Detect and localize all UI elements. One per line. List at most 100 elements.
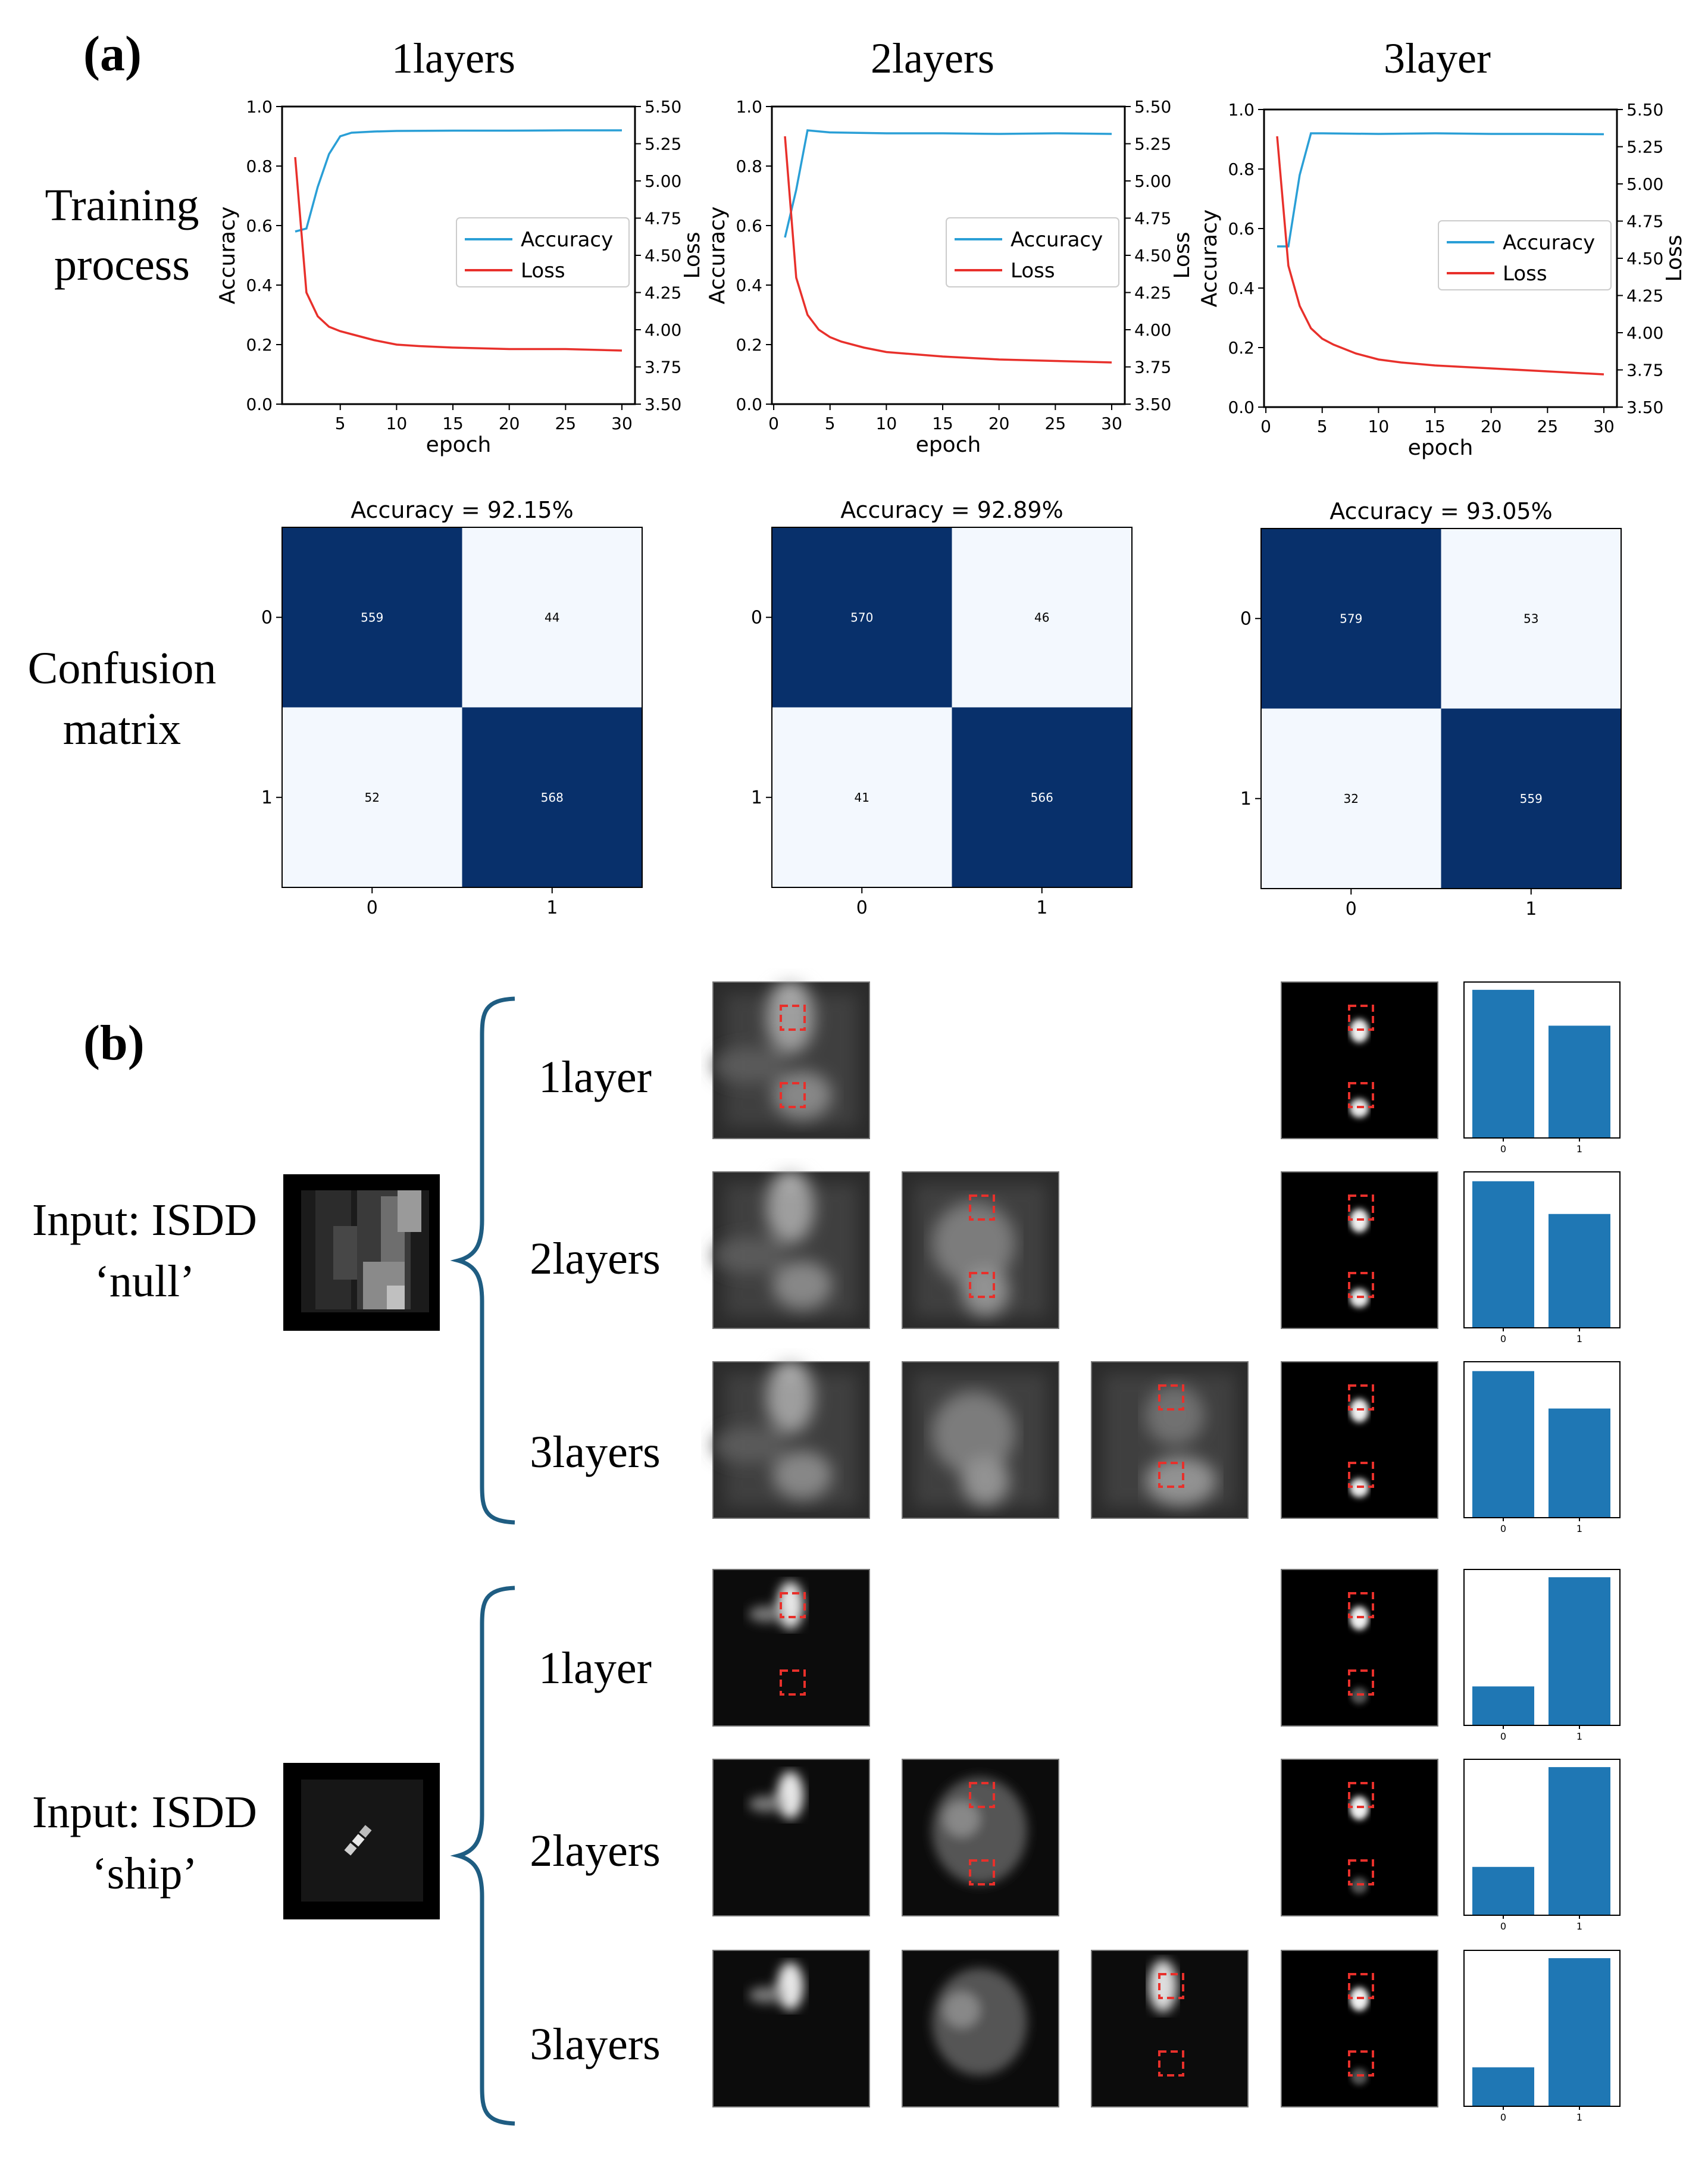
y2-tick-label: 5.50: [1626, 100, 1663, 120]
series-line-accuracy: [1277, 132, 1604, 248]
cm-cell-value: 568: [541, 790, 564, 805]
y2-tick-label: 4.25: [645, 283, 681, 303]
feature-row-3: [712, 1361, 1438, 1519]
y2-tick-label: 5.25: [1134, 135, 1171, 154]
feature-row-1: [712, 981, 1438, 1139]
y2-tick-label: 3.50: [1134, 395, 1171, 414]
y2-tick-label: 5.00: [1626, 174, 1663, 194]
feature-blob: [749, 1796, 784, 1812]
bar-tick-label: 0: [1500, 2112, 1506, 2123]
cm-cell-value: 46: [1034, 610, 1049, 624]
brace-group-2: [450, 1586, 515, 2126]
feature-blob: [932, 1777, 1027, 1884]
y2-axis-label: Loss: [680, 232, 705, 279]
cm-row-tick-label: 0: [261, 607, 273, 628]
y2-axis-label: Loss: [1662, 235, 1687, 282]
feature-row-6: [712, 1950, 1438, 2107]
detection-box-marker: [1158, 1462, 1184, 1488]
feature-haze: [914, 1374, 1047, 1506]
detection-box-marker: [1348, 1973, 1374, 1999]
x-tick-label: 20: [499, 414, 520, 433]
bar-0: [1472, 2067, 1534, 2106]
cm-cell: [772, 527, 952, 708]
x-tick-label: 15: [1424, 417, 1446, 436]
y2-tick-label: 5.00: [645, 171, 681, 191]
y-tick-label: 0.4: [736, 276, 762, 295]
detection-box-marker: [1158, 1384, 1184, 1411]
y2-tick-label: 4.00: [1626, 323, 1663, 343]
detection-box-marker: [780, 1082, 806, 1108]
y2-tick-label: 4.50: [645, 246, 681, 265]
detection-box-marker: [1348, 1782, 1374, 1808]
y2-axis-label: Loss: [1170, 232, 1194, 279]
cm-cell-value: 579: [1340, 611, 1362, 626]
cm-title: Accuracy = 92.15%: [351, 497, 573, 523]
y-tick-label: 0.2: [1228, 338, 1255, 358]
detection-box-marker: [1348, 2050, 1374, 2077]
feature-haze: [725, 1374, 858, 1506]
cm-cell: [462, 707, 642, 887]
x-tick-label: 30: [1593, 417, 1615, 436]
x-axis-label: epoch: [1408, 436, 1474, 460]
column-title-1: 1layers: [392, 35, 515, 82]
row-label-g2-3layers: 3layers: [530, 2019, 660, 2069]
cm-title: Accuracy = 93.05%: [1330, 498, 1552, 524]
cm-frame: [771, 527, 1133, 888]
bar-0: [1472, 990, 1534, 1138]
feature-row-2: [712, 1171, 1438, 1329]
x-axis-label: epoch: [916, 433, 981, 457]
row-label-g2-2layers: 2layers: [530, 1826, 660, 1876]
cm-cell: [1441, 529, 1621, 709]
legend-label-loss: Loss: [521, 259, 565, 283]
feature-map-texture: [749, 1771, 803, 1819]
input-image-null: [283, 1174, 440, 1331]
y2-tick-label: 4.75: [1626, 212, 1663, 232]
feature-haze: [725, 994, 858, 1127]
feature-row-4: [712, 1569, 1438, 1727]
bar-frame: [1463, 981, 1621, 1139]
bar-1: [1549, 1577, 1610, 1725]
bar-tick-label: 0: [1500, 1921, 1506, 1932]
y-tick-label: 0.8: [1228, 160, 1255, 179]
cm-cell-value: 32: [1344, 792, 1359, 806]
legend-label-loss: Loss: [1011, 259, 1055, 283]
y-tick-label: 0.4: [246, 276, 273, 295]
x-tick-label: 0: [1260, 417, 1271, 436]
y-tick-label: 0.6: [736, 216, 762, 236]
detection-box-marker: [780, 1669, 806, 1696]
x-tick-label: 15: [932, 414, 953, 433]
y-tick-label: 0.6: [1228, 219, 1255, 239]
panel-a-label: (a): [83, 26, 142, 82]
column-title-3: 3layer: [1384, 35, 1491, 82]
y-tick-label: 0.8: [246, 157, 273, 176]
detection-box-marker: [1158, 1973, 1184, 1999]
y-tick-label: 0.2: [246, 335, 273, 355]
cm-col-tick-label: 0: [367, 898, 378, 918]
detection-box-marker: [969, 1272, 995, 1298]
feature-blob: [944, 1801, 980, 1837]
x-tick-label: 10: [386, 414, 408, 433]
y-tick-label: 1.0: [736, 97, 762, 117]
detection-box-marker: [969, 1782, 995, 1808]
x-tick-label: 10: [876, 414, 897, 433]
detection-box-marker: [1348, 1859, 1374, 1885]
feature-maps: [712, 981, 1438, 2107]
y2-tick-label: 4.50: [1134, 246, 1171, 265]
feature-blob: [932, 1968, 1027, 2075]
bar-frame: [1463, 1950, 1621, 2107]
y-tick-label: 0.8: [736, 157, 762, 176]
feature-haze: [1103, 1374, 1236, 1506]
panel-b-label: (b): [83, 1015, 145, 1071]
x-tick-label: 30: [1101, 414, 1122, 433]
line-chart-3: 0.00.20.40.60.81.03.503.754.004.254.504.…: [1197, 100, 1687, 460]
bar-tick-label: 0: [1500, 1523, 1506, 1534]
bar-frame: [1463, 1569, 1621, 1726]
cm-row-tick-label: 1: [261, 787, 273, 808]
row-label-g2-1layer: 1layer: [539, 1643, 652, 1693]
detection-box-marker: [1348, 1082, 1374, 1108]
feature-blob: [749, 1987, 784, 2003]
